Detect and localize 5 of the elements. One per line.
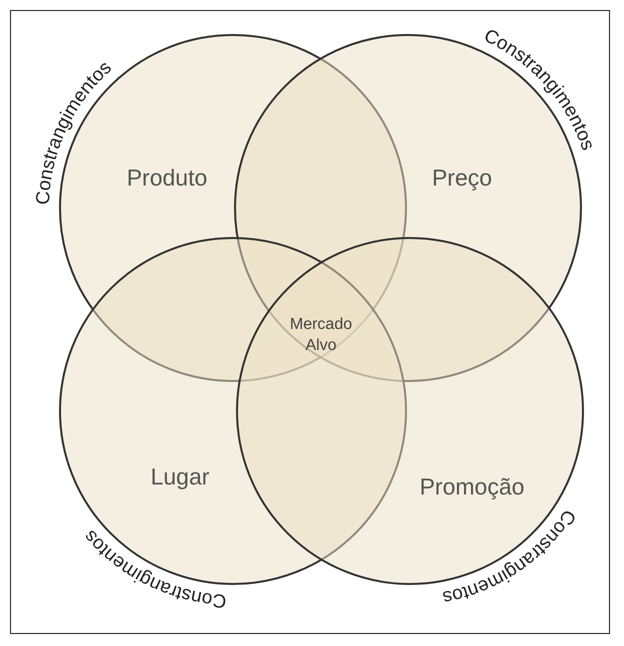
circle-label: Preço	[432, 164, 492, 192]
circle-label: Produto	[126, 164, 208, 192]
circle-label: Promoção	[420, 474, 524, 500]
center-label: Mercado Alvo	[288, 315, 354, 356]
circle-label: Lugar	[150, 464, 210, 490]
